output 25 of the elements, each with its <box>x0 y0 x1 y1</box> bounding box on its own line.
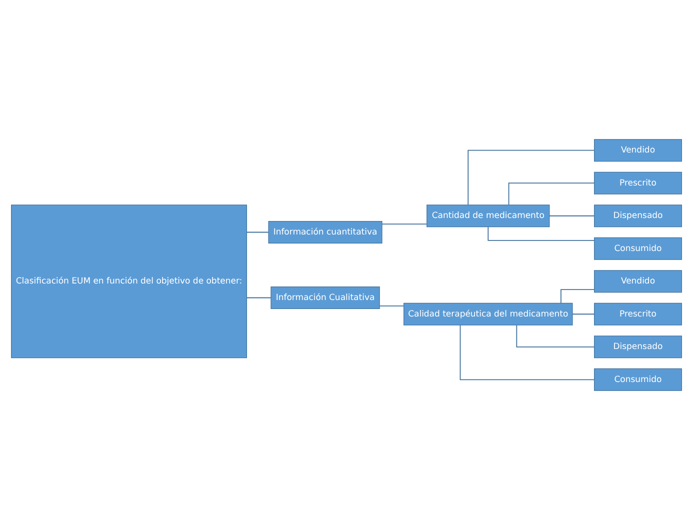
connector <box>560 288 595 303</box>
node-box: Clasificación EUM en función del objetivo de obtener: <box>11 204 248 358</box>
connector <box>460 324 595 380</box>
node-box: Prescrito <box>594 171 682 194</box>
connector <box>246 296 272 298</box>
node-box: Prescrito <box>594 302 682 325</box>
node-box: Dispensado <box>594 335 682 358</box>
connector <box>382 223 428 224</box>
node-box: Vendido <box>594 138 682 162</box>
node-box: Información cuantitativa <box>268 220 382 243</box>
connector <box>488 226 595 240</box>
connector <box>379 305 404 306</box>
node-box: Información Cualitativa <box>270 286 380 308</box>
node-box: Consumido <box>594 368 682 390</box>
node-box: Calidad terapéutica del medicamento <box>404 302 573 325</box>
connector <box>516 324 595 347</box>
connector <box>572 313 595 314</box>
connector <box>549 214 595 216</box>
node-box: Consumido <box>594 236 682 260</box>
node-box: Cantidad de medicamento <box>426 204 550 227</box>
node-box: Dispensado <box>594 204 682 227</box>
connector <box>468 149 595 205</box>
connector <box>508 182 595 205</box>
node-box: Vendido <box>594 270 682 292</box>
connector <box>246 231 269 232</box>
